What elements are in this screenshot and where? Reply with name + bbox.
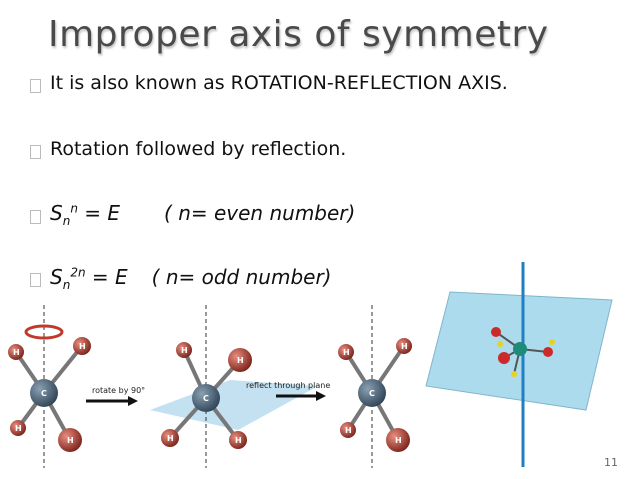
bullet-text-1: It is also known as ROTATION-REFLECTION … — [50, 72, 508, 94]
molecule-rotated: C H H H H — [150, 305, 318, 468]
formula-equals: = E — [77, 201, 121, 225]
atom-label: H — [15, 424, 22, 433]
atom-label: C — [369, 389, 375, 398]
atom-label: H — [345, 426, 352, 435]
page-number: 11 — [604, 456, 618, 469]
formula-superscript: n — [70, 201, 78, 216]
atom-label: H — [167, 434, 174, 443]
atom-label: H — [79, 342, 86, 351]
bullet-icon — [30, 79, 41, 93]
atom-label: C — [203, 394, 209, 403]
atom-label: H — [67, 436, 74, 445]
formula-odd: Sn2n = E ( n= odd number) — [50, 265, 331, 292]
formula-note: ( n= even number) — [164, 201, 356, 225]
formula-symbol: S — [50, 265, 63, 289]
atom-label: H — [395, 436, 402, 445]
atom-label: H — [13, 348, 20, 357]
atom-label: H — [343, 348, 350, 357]
rotate-arrow: rotate by 90° — [86, 386, 145, 406]
bullet-icon — [30, 145, 41, 159]
rotation-arrow-icon — [24, 324, 64, 340]
formula-superscript: 2n — [70, 265, 86, 280]
atom-label: H — [401, 342, 408, 351]
formula-note: ( n= odd number) — [151, 265, 332, 289]
reflect-arrow: reflect through plane — [246, 381, 330, 401]
formula-symbol: S — [50, 201, 63, 225]
arrow-label: reflect through plane — [246, 381, 330, 390]
molecule-before: C H H H H — [8, 305, 91, 468]
atom-label: H — [235, 436, 242, 445]
formula-subscript: n — [62, 278, 71, 292]
molecule-transformation-figure: C H H H H rotate by 90° C H H H H reflec… — [8, 305, 412, 468]
formula-equals: = E — [85, 265, 128, 289]
atom-label: C — [41, 389, 47, 398]
formula-even: Snn = E ( n= even number) — [50, 201, 355, 228]
molecule-reflected: C H H H H — [338, 305, 412, 468]
slide-title: Improper axis of symmetry — [48, 14, 549, 55]
atom-label: H — [237, 356, 244, 365]
arrow-label: rotate by 90° — [92, 386, 145, 395]
bullet-icon — [30, 273, 41, 287]
rotation-reflection-axis-illustration — [425, 262, 613, 467]
atom-label: H — [181, 346, 188, 355]
bullet-text-2: Rotation followed by reflection. — [50, 138, 347, 160]
formula-subscript: n — [62, 214, 71, 228]
bullet-icon — [30, 210, 41, 224]
